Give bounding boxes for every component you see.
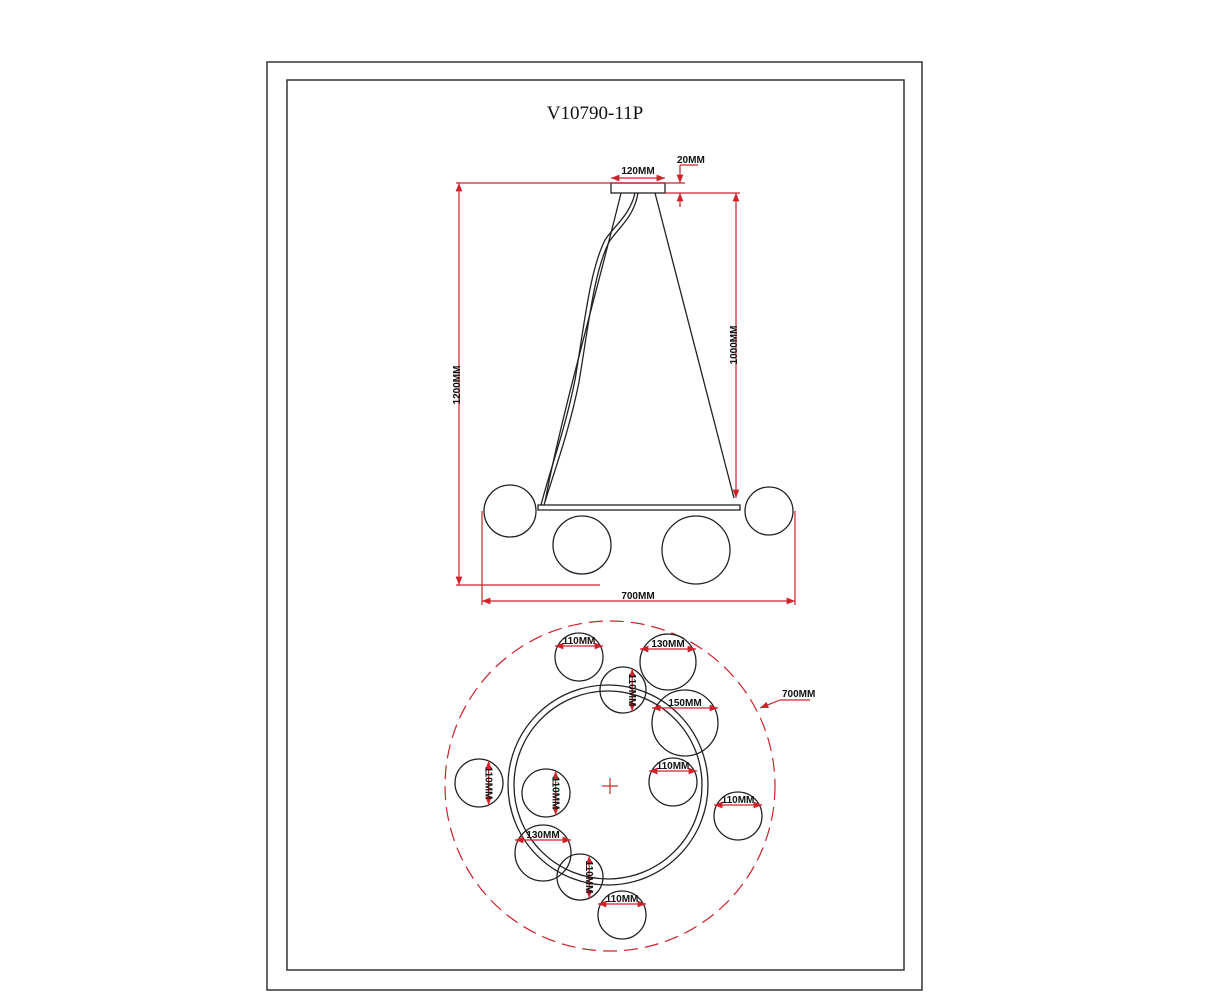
ring-inner [513,690,703,880]
globe [483,484,537,538]
cable-right [654,192,735,499]
globe [744,486,794,536]
side-view: 120MM 20MM 1200MM 1000MM 700MM [452,155,796,605]
drawing-title: V10790-11P [547,103,643,124]
globe-diameter-label: 150MM [668,698,701,709]
globe: 110MM [599,666,647,714]
dim-total-width: 700MM [621,591,654,602]
globe: 130MM [514,824,572,882]
canopy [610,182,666,194]
globe: 110MM [554,632,604,682]
globe: 110MM [521,768,571,818]
globe-outline [556,853,604,901]
ring-outer [507,684,709,886]
globe: 110MM [713,791,763,841]
dim-canopy-width: 120MM [621,166,654,177]
inner-frame [286,79,905,971]
globe-diameter-label: 130MM [651,639,684,650]
globe-outline [521,768,571,818]
globe: 110MM [556,853,604,901]
globe-diameter-label: 130MM [526,830,559,841]
globe-diameter-label: 110MM [583,861,594,894]
globe-diameter-label: 110MM [626,674,637,707]
globe-outline [648,757,698,807]
globe: 150MM [651,689,719,757]
cable-left [544,192,622,503]
globe: 110MM [454,758,504,808]
globe-outline [554,632,604,682]
globe-outline [639,633,697,691]
outer-diameter-circle [444,620,776,952]
globe-diameter-label: 110MM [722,795,755,806]
cable-power [540,192,636,506]
globe [552,515,612,575]
globe-outline [597,890,647,940]
top-view: 700MM [444,620,815,952]
outer-frame [266,61,923,991]
dim-cable-length: 1000MM [729,326,740,365]
globe-outline [713,791,763,841]
globe [661,515,731,585]
arm-bar [537,504,741,511]
dim-total-height: 1200MM [452,366,463,405]
globe: 110MM [648,757,698,807]
top-view-globes: 110MM 130MM 110MM 150MM 110MM 110MM 110MM 110MM… [454,632,763,940]
dim-outer-diameter: 700MM [782,689,815,700]
globe-diameter-label: 110MM [606,894,639,905]
dim-canopy-height: 20MM [677,155,705,166]
globe: 130MM [639,633,697,691]
globe-diameter-label: 110MM [550,777,561,810]
globe-outline [651,689,719,757]
globe-diameter-label: 110MM [483,767,494,800]
globe: 110MM [597,890,647,940]
globe-diameter-label: 110MM [657,761,690,772]
cable-power-2 [543,192,639,506]
globe-diameter-label: 110MM [563,636,596,647]
globe-outline [514,824,572,882]
globe-outline [454,758,504,808]
globe-outline [599,666,647,714]
